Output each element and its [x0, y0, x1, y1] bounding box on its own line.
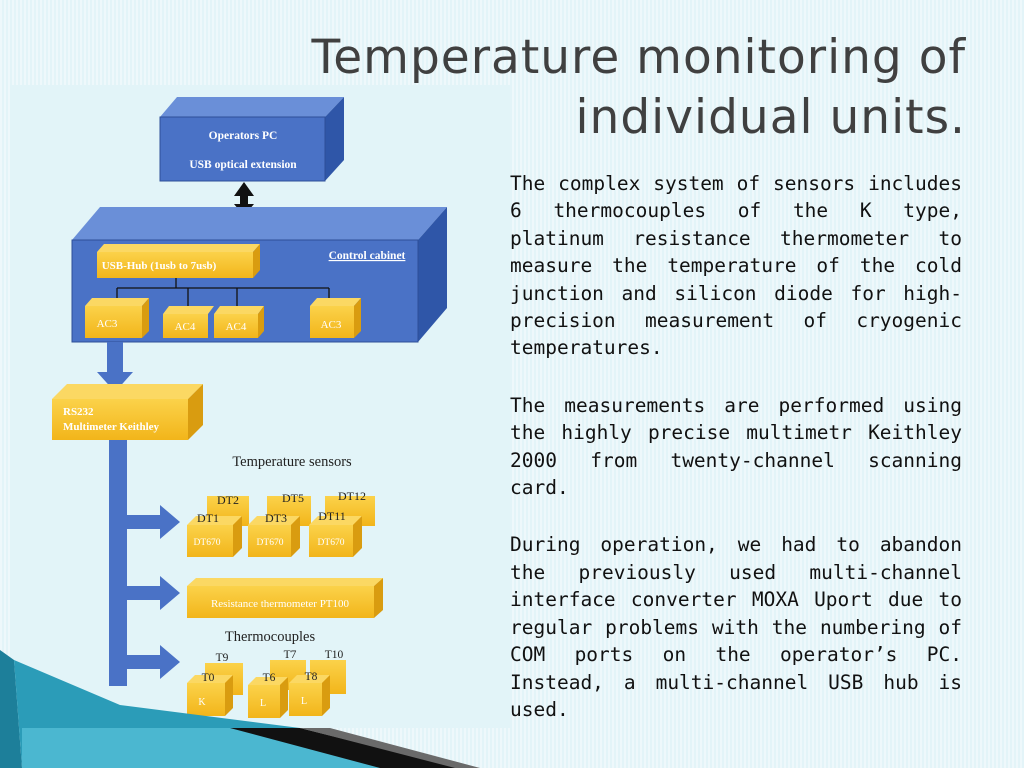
sensor-model: DT670	[257, 538, 284, 548]
tc-tag: T7	[284, 649, 297, 661]
pt100-label: Resistance thermometer PT100	[211, 598, 350, 610]
signal-trunk	[109, 440, 127, 686]
pc-label-2: USB optical extension	[189, 159, 297, 171]
control-cabinet: Control cabinet USB-Hub (1usb to 7usb) A…	[71, 207, 447, 343]
sensor-tag: DT2	[217, 493, 239, 507]
rs232-label: RS232	[63, 406, 94, 418]
tc-tag: T10	[325, 649, 344, 661]
ac-module-4: AC3	[310, 298, 361, 338]
rs232-multimeter-box: RS232 Multimeter Keithley	[52, 384, 203, 440]
multimeter-label: Multimeter Keithley	[63, 421, 160, 433]
usb-hub-label: USB-Hub (1usb to 7usb)	[102, 260, 217, 272]
title-line-2: individual units.	[575, 90, 966, 145]
tc-type: L	[260, 698, 266, 709]
sensor-tag: DT3	[265, 511, 287, 525]
sensor-tag: DT12	[338, 489, 366, 503]
sensor-model: DT670	[318, 538, 345, 548]
paragraph-3: During operation, we had to abandon the …	[510, 533, 962, 721]
arrow-to-pt100-icon	[127, 576, 180, 610]
title-line-1: Temperature monitoring of	[311, 30, 966, 85]
sensor-tag: DT5	[282, 491, 304, 505]
tc-tag: T0	[202, 672, 215, 684]
tc-tag: T6	[263, 672, 276, 684]
ac-label: AC4	[226, 321, 247, 333]
tc-type: L	[301, 696, 307, 707]
page-title: Temperature monitoring of individual uni…	[266, 28, 966, 148]
arrow-to-sensors-icon	[127, 505, 180, 539]
cabinet-label: Control cabinet	[329, 250, 406, 262]
tc-tag: T9	[216, 652, 229, 664]
sensor-tag: DT1	[197, 511, 219, 525]
thermocouples-heading: Thermocouples	[225, 629, 316, 645]
tc-type: K	[198, 697, 206, 708]
pc-label-1: Operators PC	[209, 130, 278, 142]
thermocouple-group: T9 T0 T7 T6 T10 T8 K L L	[187, 649, 346, 718]
dt-sensor-group: DT2 DT1 DT5 DT3 DT12 DT11 DT670 DT670 DT…	[187, 489, 375, 557]
paragraph-1: The complex system of sensors includes 6…	[510, 172, 962, 360]
temp-sensors-heading: Temperature sensors	[232, 454, 352, 470]
ac-label: AC3	[321, 319, 342, 331]
pt100-box: Resistance thermometer PT100	[187, 578, 383, 618]
tc-tag: T8	[305, 671, 318, 683]
ac-module-3: AC4	[214, 306, 264, 338]
ac-label: AC4	[175, 321, 196, 333]
ac-module-2: AC4	[163, 306, 214, 338]
down-arrow-icon	[97, 342, 133, 392]
sensor-model: DT670	[194, 538, 221, 548]
ac-label: AC3	[97, 318, 118, 330]
description-text: The complex system of sensors includes 6…	[510, 170, 962, 753]
paragraph-2: The measurements are performed using the…	[510, 393, 962, 500]
sensor-tag: DT11	[318, 509, 346, 523]
arrow-to-thermocouples-icon	[127, 645, 180, 679]
operators-pc-box: Operators PC USB optical extension	[159, 97, 344, 182]
ac-module-1: AC3	[85, 298, 149, 338]
